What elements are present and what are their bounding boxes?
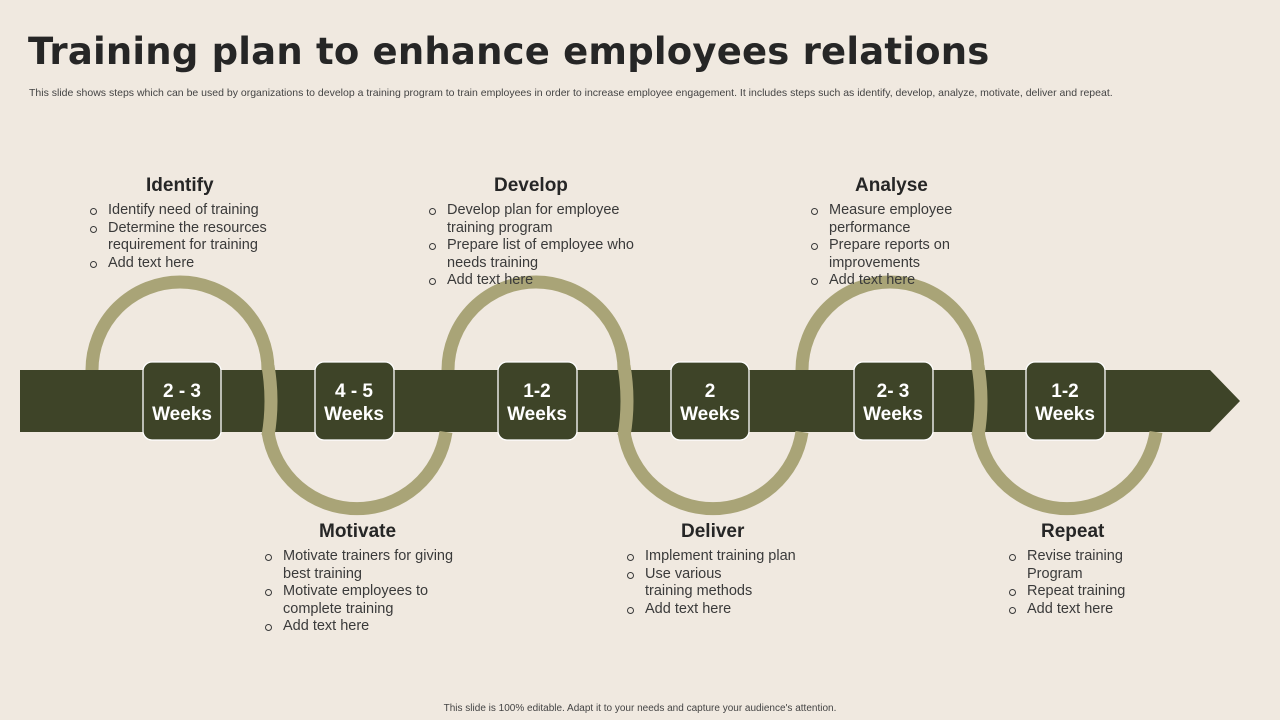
stage-list: Develop plan for employee training progr… (429, 202, 644, 290)
circle-bullet-icon (265, 624, 272, 632)
circle-bullet-icon (811, 208, 818, 215)
stage-deliver: Deliver Implement training plan Use vari… (627, 521, 817, 618)
ring-1 (85, 275, 275, 371)
slide-title: Training plan to enhance employees relat… (28, 30, 990, 73)
list-item: Prepare list of employee who needs train… (429, 237, 644, 272)
circle-bullet-icon (811, 278, 818, 286)
duration-box-4-line2: Weeks (680, 404, 740, 425)
ring-6 (971, 431, 1163, 516)
ring-connector-1 (261, 364, 278, 438)
stage-title: Develop (494, 175, 568, 196)
ring-2 (261, 431, 453, 516)
stage-title: Analyse (855, 175, 928, 196)
slide-subtitle: This slide shows steps which can be used… (29, 87, 1113, 99)
duration-box-5-line1: 2- 3 (877, 381, 910, 402)
circle-bullet-icon (627, 554, 634, 561)
ring-4 (617, 431, 809, 516)
duration-box-5: 2- 3 Weeks (853, 361, 934, 441)
list-item: Revise training Program (1009, 548, 1169, 583)
duration-box-4: 2 Weeks (670, 361, 750, 441)
duration-box-6-line1: 1-2 (1051, 381, 1078, 402)
circle-bullet-icon (1009, 606, 1016, 614)
list-item: Add text here (811, 272, 996, 290)
duration-box-2: 4 - 5 Weeks (314, 361, 395, 441)
list-item: Motivate trainers for giving best traini… (265, 548, 455, 583)
circle-bullet-icon (627, 606, 634, 614)
list-item: Develop plan for employee training progr… (429, 202, 644, 237)
duration-box-5-line2: Weeks (863, 404, 923, 425)
duration-box-4-line1: 2 (705, 381, 716, 402)
stage-develop: Develop Develop plan for employee traini… (429, 175, 644, 290)
list-item: Repeat training (1009, 583, 1169, 601)
list-item: Add text here (90, 255, 295, 273)
circle-bullet-icon (429, 278, 436, 286)
list-item: Add text here (627, 601, 817, 619)
ring-connector-3 (971, 364, 988, 438)
circle-bullet-icon (1009, 589, 1016, 597)
stage-list: Revise training Program Repeat training … (1009, 548, 1169, 618)
duration-box-1-line2: Weeks (152, 404, 212, 425)
circle-bullet-icon (1009, 554, 1016, 561)
circle-bullet-icon (90, 208, 97, 215)
circle-bullet-icon (429, 208, 436, 215)
duration-box-3-line1: 1-2 (523, 381, 550, 402)
duration-box-6: 1-2 Weeks (1025, 361, 1106, 441)
stage-motivate: Motivate Motivate trainers for giving be… (265, 521, 455, 636)
circle-bullet-icon (90, 260, 97, 268)
circle-bullet-icon (627, 571, 634, 579)
list-item: Add text here (1009, 601, 1169, 619)
stage-identify: Identify Identify need of training Deter… (90, 175, 295, 272)
list-item: Implement training plan (627, 548, 817, 566)
stage-list: Motivate trainers for giving best traini… (265, 548, 455, 636)
stage-list: Measure employee performance Prepare rep… (811, 202, 996, 290)
duration-box-6-line2: Weeks (1035, 404, 1095, 425)
stage-title: Repeat (1041, 521, 1105, 542)
circle-bullet-icon (265, 554, 272, 561)
circle-bullet-icon (90, 225, 97, 233)
duration-box-1-line1: 2 - 3 (163, 381, 201, 402)
list-item: Determine the resources requirement for … (90, 220, 295, 255)
duration-box-2-line2: Weeks (324, 404, 384, 425)
list-item: Measure employee performance (811, 202, 996, 237)
circle-bullet-icon (429, 243, 436, 251)
duration-box-3-line2: Weeks (507, 404, 567, 425)
stage-list: Implement training plan Use various trai… (627, 548, 817, 618)
duration-box-1: 2 - 3 Weeks (142, 361, 222, 441)
list-item: Motivate employees to complete training (265, 583, 455, 618)
ring-5 (795, 275, 985, 371)
slide-footer: This slide is 100% editable. Adapt it to… (443, 703, 837, 714)
circle-bullet-icon (265, 589, 272, 597)
ring-connector-2 (617, 364, 634, 438)
list-item: Add text here (265, 618, 455, 636)
list-item: Prepare reports on improvements (811, 237, 996, 272)
duration-box-3: 1-2 Weeks (497, 361, 578, 441)
circle-bullet-icon (811, 243, 818, 251)
list-item: Identify need of training (90, 202, 295, 220)
ring-3 (441, 275, 631, 371)
stage-title: Identify (146, 175, 214, 196)
list-item: Use various training methods (627, 566, 817, 601)
list-item: Add text here (429, 272, 644, 290)
stage-list: Identify need of training Determine the … (90, 202, 295, 272)
duration-box-2-line1: 4 - 5 (335, 381, 373, 402)
stage-title: Motivate (319, 521, 397, 542)
stage-repeat: Repeat Revise training Program Repeat tr… (1009, 521, 1169, 618)
stage-analyse: Analyse Measure employee performance Pre… (811, 175, 996, 290)
stage-title: Deliver (681, 521, 745, 542)
